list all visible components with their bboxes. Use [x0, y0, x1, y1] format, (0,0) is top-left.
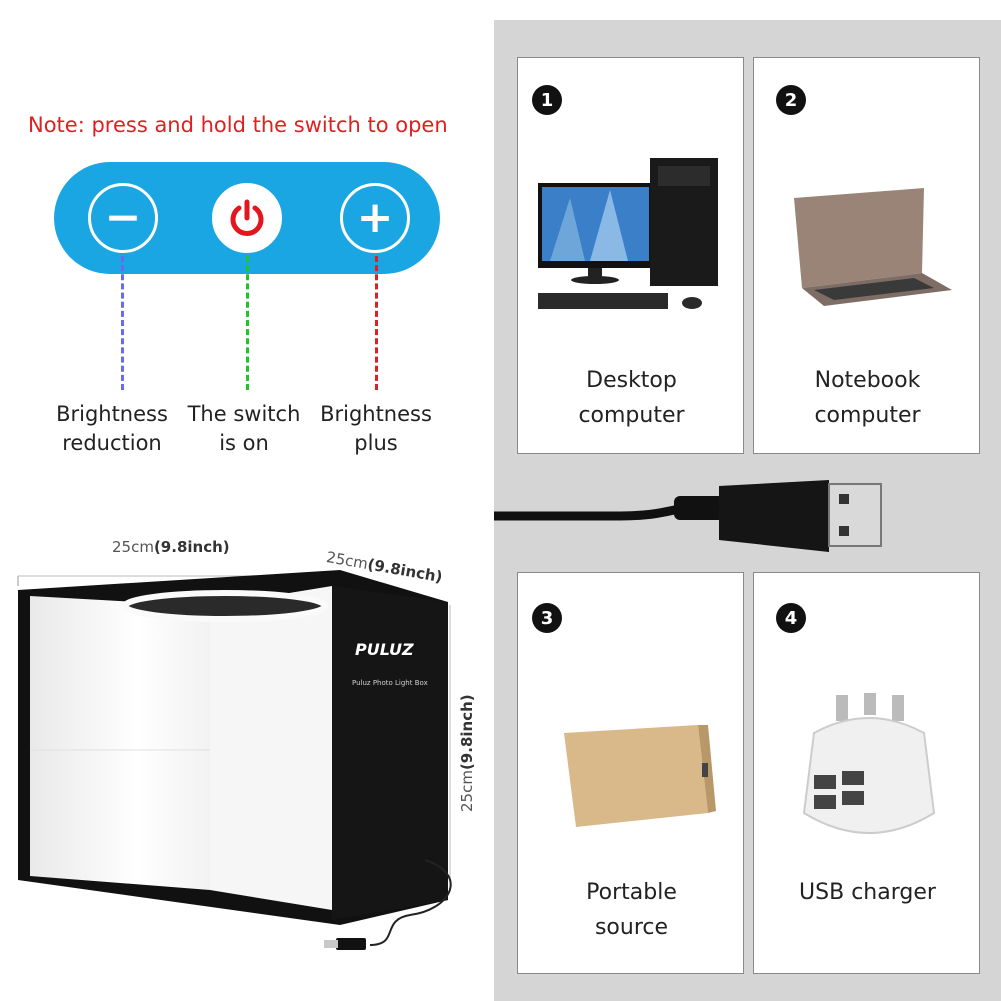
source-card-usb-charger: 4 USB charger: [753, 572, 980, 974]
brand-logo: PULUZ: [355, 640, 414, 659]
power-leader-line: [246, 256, 249, 390]
usb-charger-icon: [802, 693, 936, 834]
light-box-illustration: PULUZ Puluz Photo Light Box: [17, 570, 452, 950]
laptop-icon: [794, 188, 952, 306]
minus-leader-line: [121, 256, 124, 390]
source-label: USB charger: [799, 880, 936, 905]
width-dimension: 25cm(9.8inch): [112, 538, 230, 556]
note-text: Note: press and hold the switch to open: [28, 113, 448, 137]
number-badge: 2: [776, 85, 806, 115]
number-badge: 1: [532, 85, 562, 115]
brightness-plus-button[interactable]: +: [340, 183, 410, 253]
brightness-minus-button[interactable]: −: [88, 183, 158, 253]
minus-icon: −: [104, 192, 142, 243]
number-badge: 3: [532, 603, 562, 633]
usb-cable-icon: [494, 480, 882, 552]
power-button[interactable]: [212, 183, 282, 253]
plus-icon: +: [356, 192, 394, 243]
number-badge: 4: [776, 603, 806, 633]
power-bank-icon: [564, 725, 716, 827]
desktop-computer-icon: [538, 158, 718, 309]
plus-leader-line: [375, 256, 378, 390]
brand-caption: Puluz Photo Light Box: [352, 679, 428, 687]
power-icon: [230, 199, 264, 236]
